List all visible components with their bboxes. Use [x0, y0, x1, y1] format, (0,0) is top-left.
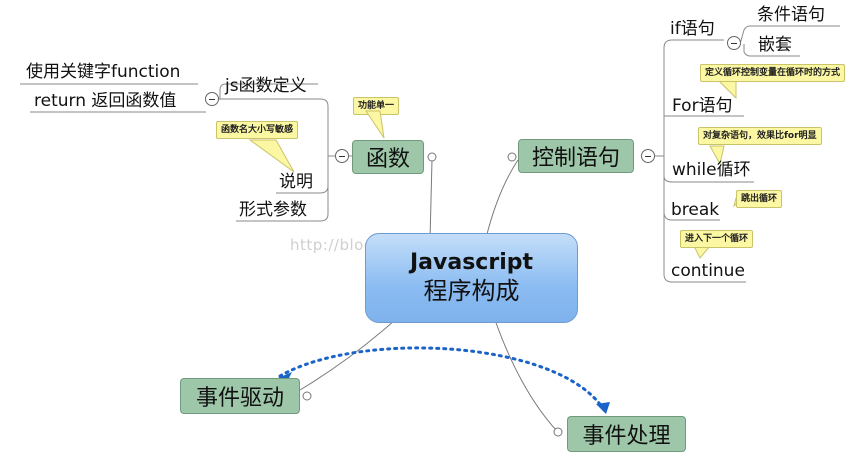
leaf-continue[interactable]: continue: [671, 261, 745, 281]
leaf-description[interactable]: 说明: [279, 172, 313, 192]
collapse-control-button[interactable]: [641, 149, 655, 163]
topic-functions[interactable]: 函数: [352, 140, 424, 174]
central-subtitle: 程序构成: [423, 277, 520, 305]
leaf-js-definition[interactable]: js函数定义: [225, 76, 307, 96]
connector-central-event-driven: [299, 319, 396, 391]
central-title: Javascript: [409, 250, 533, 275]
connector-central-functions: [429, 159, 433, 241]
collapse-functions-button[interactable]: [335, 149, 349, 163]
note-break: 跳出循环: [736, 190, 783, 208]
leaf-use-keyword[interactable]: 使用关键字function: [26, 62, 181, 82]
leaf-for-statement[interactable]: For语句: [672, 96, 733, 116]
leaf-break[interactable]: break: [671, 200, 720, 220]
connector-params: [236, 186, 329, 222]
connector-if: [663, 39, 724, 156]
leaf-if-nested[interactable]: 嵌套: [758, 35, 792, 55]
anchor-event-driven: [302, 391, 312, 401]
note-functions: 功能单一: [353, 97, 400, 115]
collapse-if-button[interactable]: [727, 36, 741, 50]
connector-if-nested: [743, 44, 800, 57]
connector-def-branch: [220, 98, 329, 156]
leaf-if-statement[interactable]: if语句: [670, 19, 715, 39]
leaf-params[interactable]: 形式参数: [239, 200, 307, 220]
connector-if-condition: [736, 25, 840, 45]
anchor-control: [507, 152, 517, 162]
note-continue: 进入下一个循环: [680, 230, 754, 248]
topic-control-statements[interactable]: 控制语句: [518, 139, 634, 173]
event-link-arrowhead-right: [596, 402, 610, 414]
topic-event-handling[interactable]: 事件处理: [567, 416, 686, 452]
topic-event-driven[interactable]: 事件驱动: [180, 378, 300, 414]
connector-central-control: [485, 159, 519, 239]
note-while: 对复杂语句，效果比for明显: [698, 127, 822, 145]
note-for: 定义循环控制变量在循环时的方式: [700, 64, 846, 82]
anchor-functions: [427, 152, 437, 162]
note-description: 函数名大小写敏感: [216, 121, 299, 139]
leaf-if-condition[interactable]: 条件语句: [757, 5, 825, 25]
central-topic[interactable]: Javascript 程序构成: [365, 233, 578, 323]
leaf-while-loop[interactable]: while循环: [672, 160, 751, 180]
leaf-return-value[interactable]: return 返回函数值: [34, 91, 177, 111]
collapse-js-definition-button[interactable]: [205, 92, 219, 106]
event-link-dotted: [278, 346, 606, 412]
connector-central-event-handling: [494, 319, 557, 431]
connector-continue: [663, 212, 746, 283]
anchor-event-handling: [553, 427, 563, 437]
